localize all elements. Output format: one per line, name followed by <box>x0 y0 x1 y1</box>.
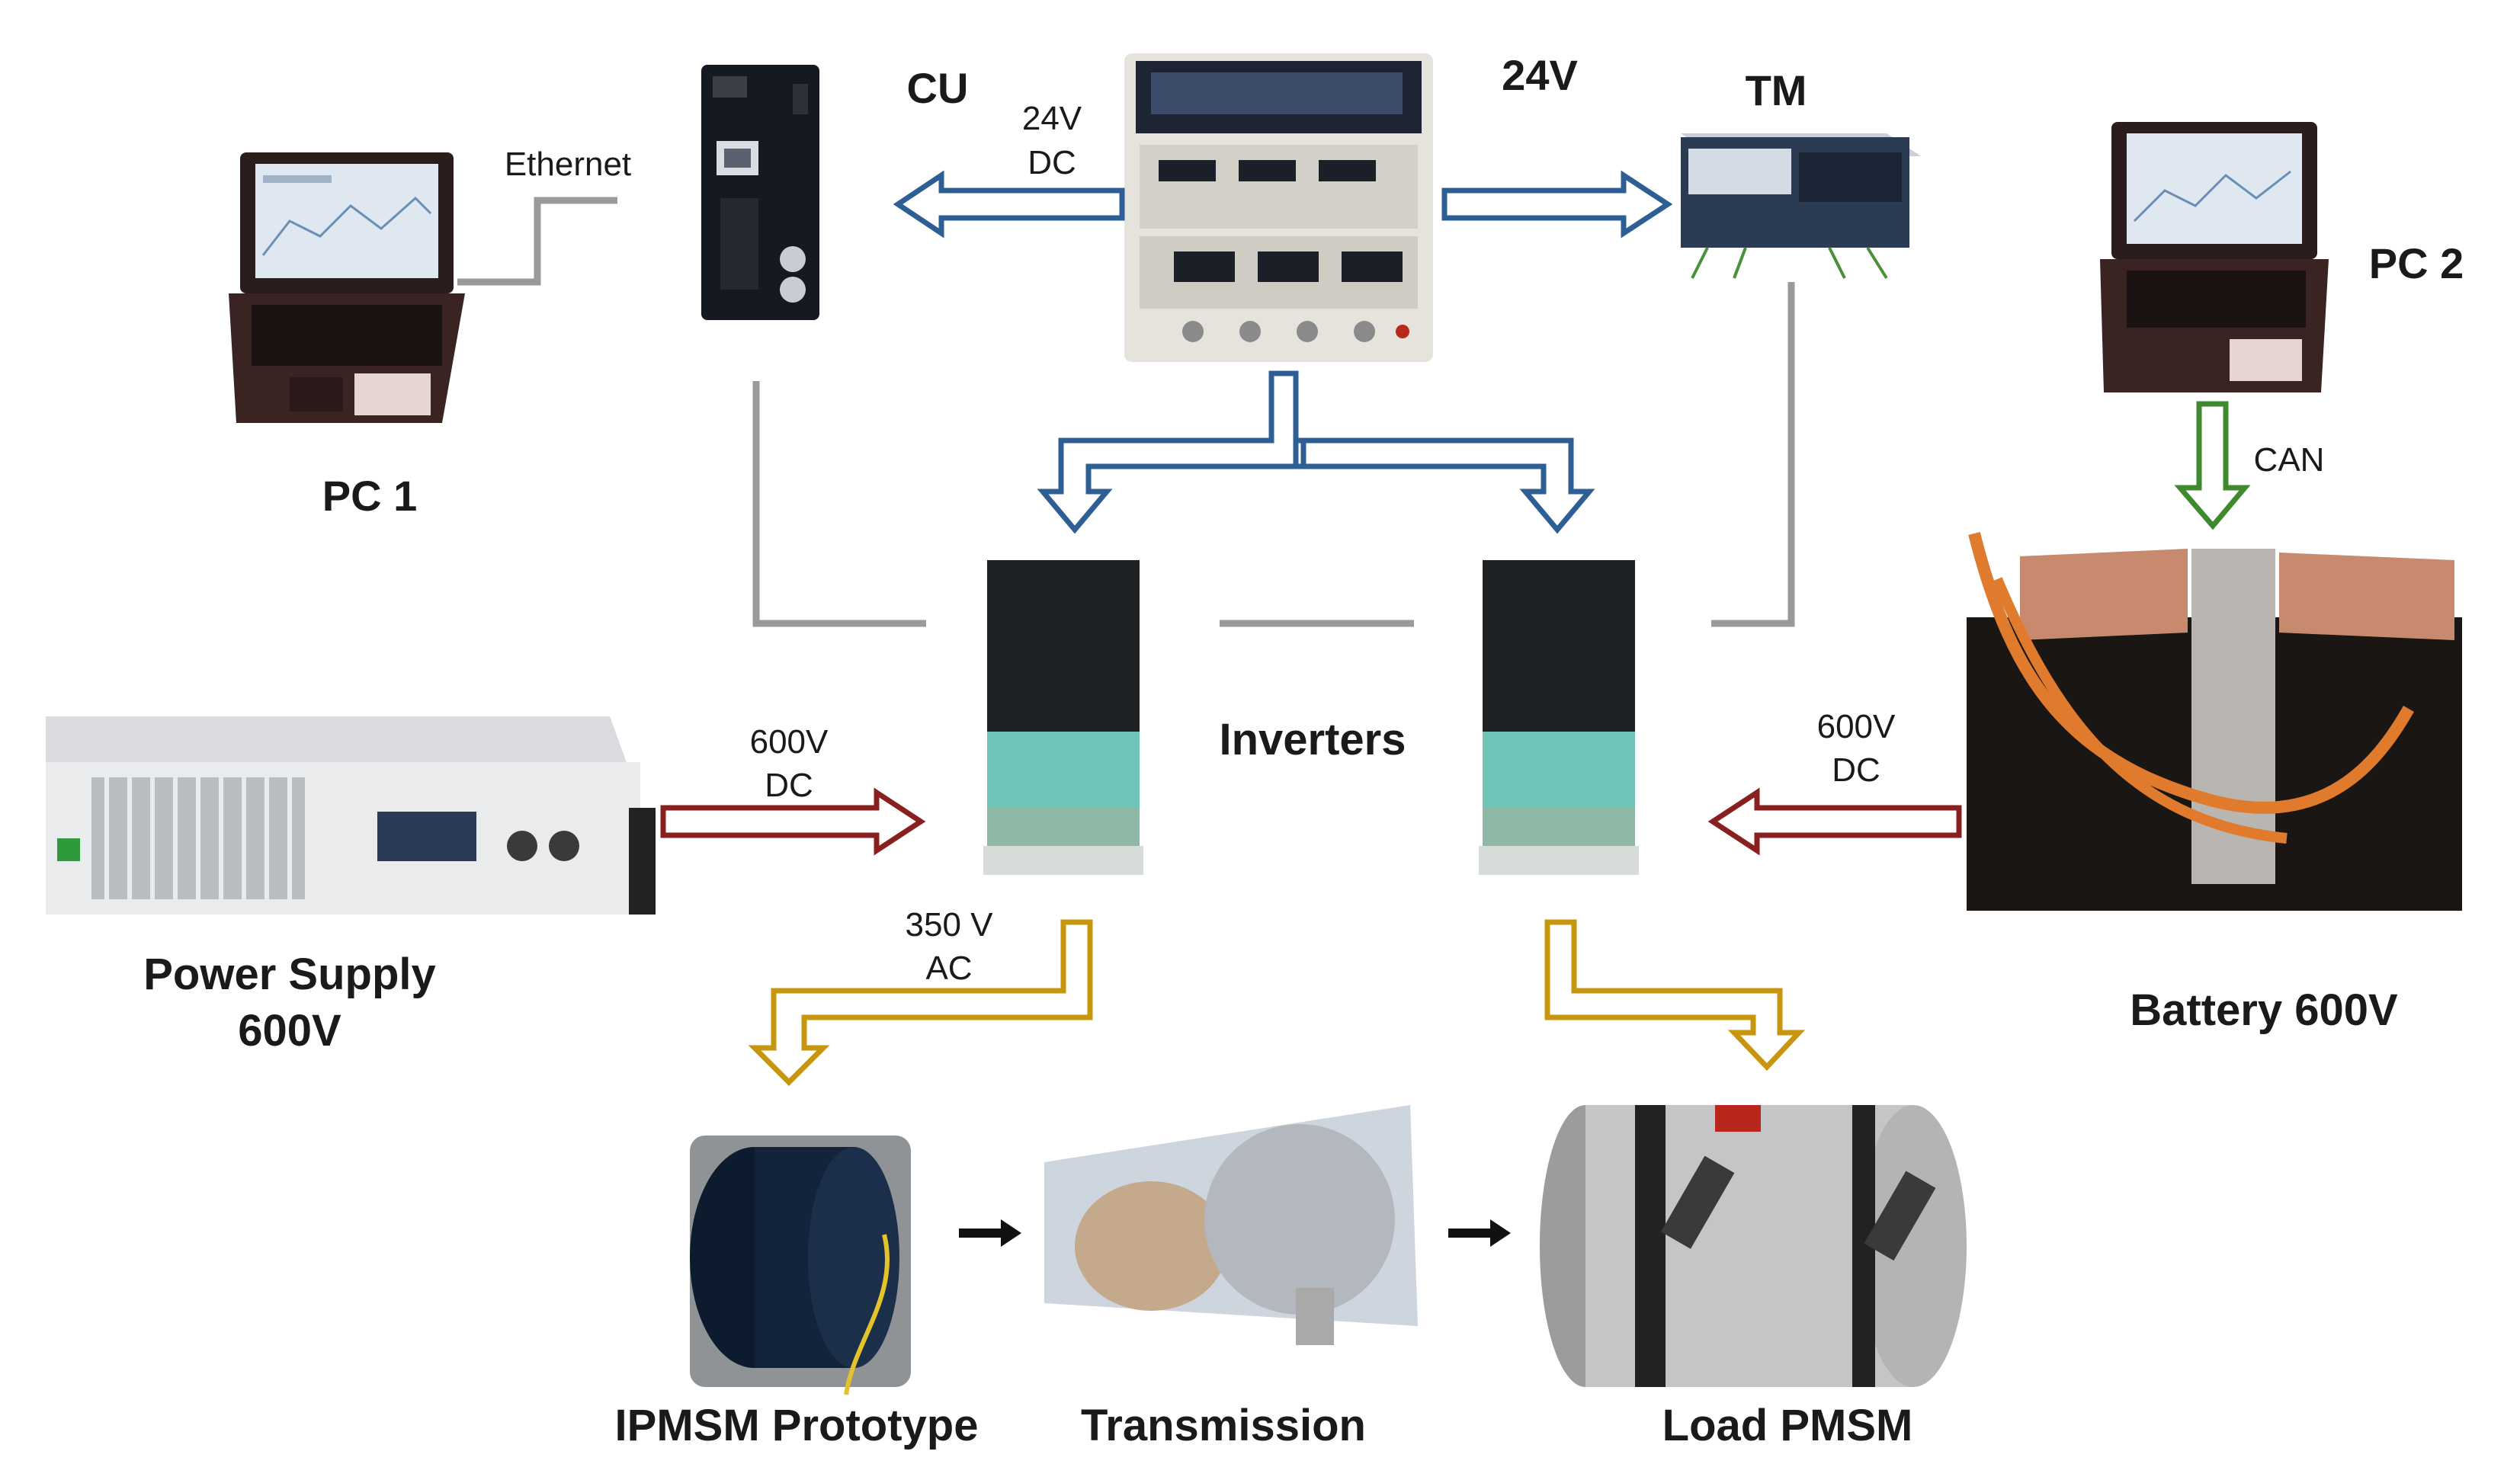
load-pmsm-unit <box>1540 1105 1967 1387</box>
ac350-label-line2: AC <box>925 950 972 987</box>
supply-24v-unit <box>1124 53 1433 362</box>
power-supply-label-line1: Power Supply <box>143 950 436 999</box>
pc2-laptop <box>2100 122 2329 392</box>
cu-to-inverter1-line <box>752 381 926 627</box>
can-label: CAN <box>2254 441 2325 479</box>
mechanical-arrows <box>959 1219 1511 1247</box>
power-supply-label-line2: 600V <box>238 1006 341 1056</box>
arrow-battery-to-inverter2 <box>1707 787 1962 856</box>
inverters-label: Inverters <box>1219 715 1406 764</box>
dc600-arrows <box>660 787 1962 856</box>
pc1-label: PC 1 <box>322 472 418 520</box>
supply-24v-label: 24V <box>1502 51 1578 99</box>
dc600-right-label-line1: 600V <box>1817 708 1896 745</box>
arrow-power-supply-to-inverter1 <box>660 787 926 856</box>
pc1-laptop <box>229 152 465 423</box>
dc24-arrows <box>893 170 1673 534</box>
power-supply-600v-unit <box>46 716 656 915</box>
arrow-transmission-to-load <box>1448 1219 1511 1247</box>
dc24-label-line1: 24V <box>1022 100 1082 137</box>
arrow-24v-to-cu <box>893 170 1125 239</box>
cu-label: CU <box>907 64 969 112</box>
dc600-right-label-line2: DC <box>1832 751 1880 789</box>
dc600-left-label-line1: 600V <box>750 723 829 761</box>
ipmsm-label: IPMSM Prototype <box>615 1401 979 1450</box>
ac350-label-line1: 350 V <box>906 906 994 943</box>
cu-unit <box>701 65 819 320</box>
arrow-ipmsm-to-transmission <box>959 1219 1021 1247</box>
arrow-inverter2-to-load <box>1544 919 1806 1072</box>
tm-label: TM <box>1746 66 1807 114</box>
pc2-label: PC 2 <box>2369 239 2464 287</box>
can-arrow <box>2174 401 2251 530</box>
ac-arrows <box>748 919 1806 1086</box>
arrow-24v-to-inverters <box>1037 370 1595 534</box>
ipmsm-prototype-unit <box>690 1136 911 1395</box>
dc24-label-line2: DC <box>1028 144 1076 181</box>
arrow-pc2-to-battery <box>2174 401 2251 530</box>
ethernet-line <box>457 197 617 286</box>
load-pmsm-label: Load PMSM <box>1662 1401 1913 1450</box>
transmission-label: Transmission <box>1081 1401 1366 1450</box>
dc600-left-label-line2: DC <box>765 767 813 804</box>
signal-lines <box>457 197 1795 627</box>
battery-label: Battery 600V <box>2130 985 2398 1035</box>
tm-unit <box>1681 133 1921 280</box>
arrow-inverter1-to-ipmsm <box>748 919 1093 1086</box>
arrow-24v-to-tm <box>1441 170 1673 239</box>
transmission-unit <box>1044 1105 1418 1345</box>
inverter-1 <box>983 560 1143 875</box>
tm-to-inverter2-line <box>1711 282 1795 627</box>
ethernet-label: Ethernet <box>505 146 631 183</box>
inverter-2 <box>1479 560 1639 875</box>
battery-600v-unit <box>1967 532 2462 911</box>
